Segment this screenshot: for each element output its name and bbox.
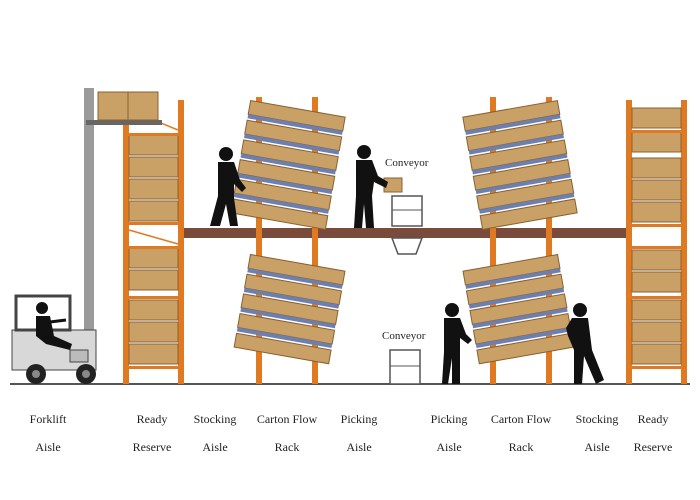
conveyor-label-lower: Conveyor <box>382 330 426 342</box>
conveyor-label-upper: Conveyor <box>385 157 429 169</box>
label-line1: Carton Flow <box>256 412 318 426</box>
label-picking-aisle-left: Picking Aisle <box>314 398 404 454</box>
label-line1: Ready <box>136 412 168 426</box>
worker-icon-picking-lower <box>442 303 472 384</box>
label-stocking-aisle-right: Stocking Aisle <box>552 398 642 454</box>
label-line1: Picking <box>340 412 378 426</box>
label-ready-reserve-left: Ready Reserve <box>107 398 197 454</box>
label-line2: Aisle <box>436 440 462 454</box>
label-line2: Aisle <box>35 440 61 454</box>
worker-icon-stocking-upper-left <box>210 147 246 226</box>
label-line2: Rack <box>274 440 300 454</box>
label-line2: Reserve <box>633 440 673 454</box>
label-line2: Aisle <box>346 440 372 454</box>
label-line1: Forklift <box>29 412 67 426</box>
label-line2: Rack <box>508 440 534 454</box>
mezzanine-platform <box>180 228 628 238</box>
label-line1: Stocking <box>193 412 237 426</box>
label-line2: Aisle <box>202 440 228 454</box>
label-line1: Carton Flow <box>490 412 552 426</box>
carton-flow-rack-left <box>230 97 346 384</box>
carton-flow-rack-right <box>462 97 578 384</box>
worker-icon-stocking-lower-right <box>566 303 604 384</box>
ready-reserve-rack-left <box>123 100 184 384</box>
label-line2: Aisle <box>584 440 610 454</box>
forklift-icon <box>11 88 162 384</box>
label-stocking-aisle-left: Stocking Aisle <box>170 398 260 454</box>
label-ready-reserve-right: Ready Reserve <box>608 398 698 454</box>
conveyor-upper-icon <box>390 195 424 255</box>
label-carton-flow-rack-right: Carton Flow Rack <box>476 398 566 454</box>
label-line2: Reserve <box>132 440 172 454</box>
ready-reserve-rack-right <box>626 100 687 384</box>
worker-icon-picking-upper <box>354 145 388 228</box>
label-carton-flow-rack-left: Carton Flow Rack <box>242 398 332 454</box>
label-forklift-aisle: Forklift Aisle <box>3 398 93 454</box>
label-picking-aisle-right: Picking Aisle <box>404 398 494 454</box>
label-line1: Ready <box>637 412 669 426</box>
conveyor-lower-icon <box>389 349 421 385</box>
label-line1: Picking <box>430 412 468 426</box>
label-line1: Stocking <box>575 412 619 426</box>
